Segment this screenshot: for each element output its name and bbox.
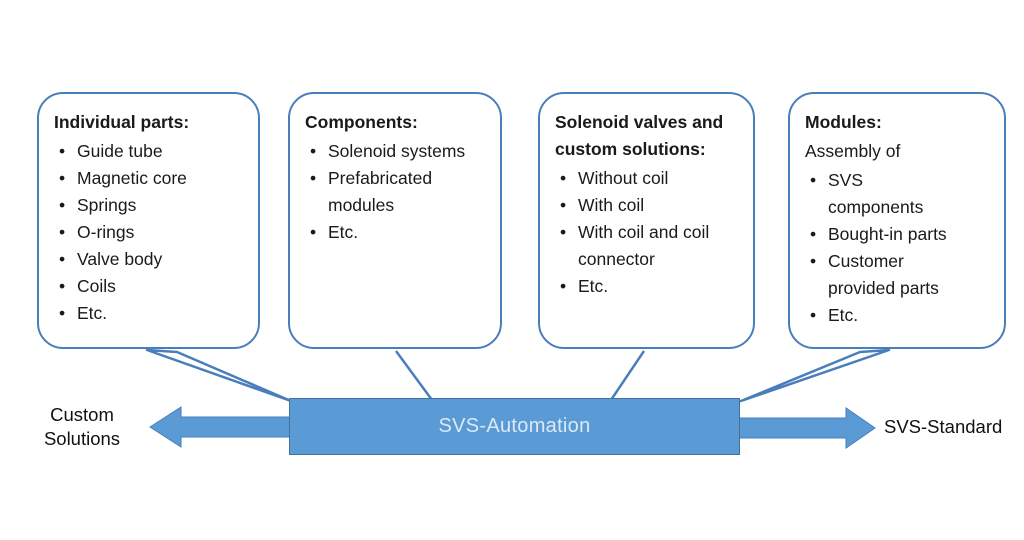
list-item: Customer provided parts <box>805 248 992 302</box>
list-item: Coils <box>54 273 246 300</box>
svs-standard-label: SVS-Standard <box>884 416 1003 437</box>
callout-tail-box4 <box>739 348 891 403</box>
list-item: Etc. <box>555 273 741 300</box>
box-item-list: Guide tube Magnetic core Springs O-rings… <box>54 138 246 327</box>
callout-box-solenoid-valves: Solenoid valves and custom solutions: Wi… <box>538 92 755 349</box>
list-item: Etc. <box>805 302 992 329</box>
box-title: Solenoid valves and custom solutions: <box>555 112 724 159</box>
list-item: Guide tube <box>54 138 246 165</box>
box-subtitle: Assembly of <box>805 141 901 161</box>
box-title: Components: <box>305 112 418 132</box>
list-item: Bought-in parts <box>805 221 992 248</box>
right-arrow-icon <box>737 407 876 449</box>
connector-line-box2 <box>394 350 434 401</box>
list-item: Springs <box>54 192 246 219</box>
list-item: Etc. <box>305 219 488 246</box>
list-item: Solenoid systems <box>305 138 488 165</box>
list-item: SVS components <box>805 167 992 221</box>
box-title: Modules: <box>805 112 882 132</box>
list-item: Prefabricated modules <box>305 165 488 219</box>
list-item: Valve body <box>54 246 246 273</box>
box-item-list: Without coil With coil With coil and coi… <box>555 165 741 300</box>
list-item: With coil <box>555 192 741 219</box>
custom-solutions-label: Custom Solutions <box>43 404 121 449</box>
callout-box-components: Components: Solenoid systems Prefabricat… <box>288 92 502 349</box>
list-item: Without coil <box>555 165 741 192</box>
box-item-list: SVS components Bought-in parts Customer … <box>805 167 992 329</box>
callout-box-modules: Modules: Assembly of SVS components Boug… <box>788 92 1006 349</box>
box-title: Individual parts: <box>54 112 190 132</box>
list-item: O-rings <box>54 219 246 246</box>
svs-automation-bar: SVS-Automation <box>289 398 740 455</box>
left-arrow-icon <box>149 406 293 448</box>
svs-automation-label: SVS-Automation <box>438 415 591 437</box>
list-item: Magnetic core <box>54 165 246 192</box>
callout-box-individual-parts: Individual parts: Guide tube Magnetic co… <box>37 92 260 349</box>
callout-tail-box1 <box>145 348 293 403</box>
connector-line-box3 <box>609 350 646 401</box>
box-item-list: Solenoid systems Prefabricated modules E… <box>305 138 488 246</box>
list-item: With coil and coil connector <box>555 219 741 273</box>
list-item: Etc. <box>54 300 246 327</box>
